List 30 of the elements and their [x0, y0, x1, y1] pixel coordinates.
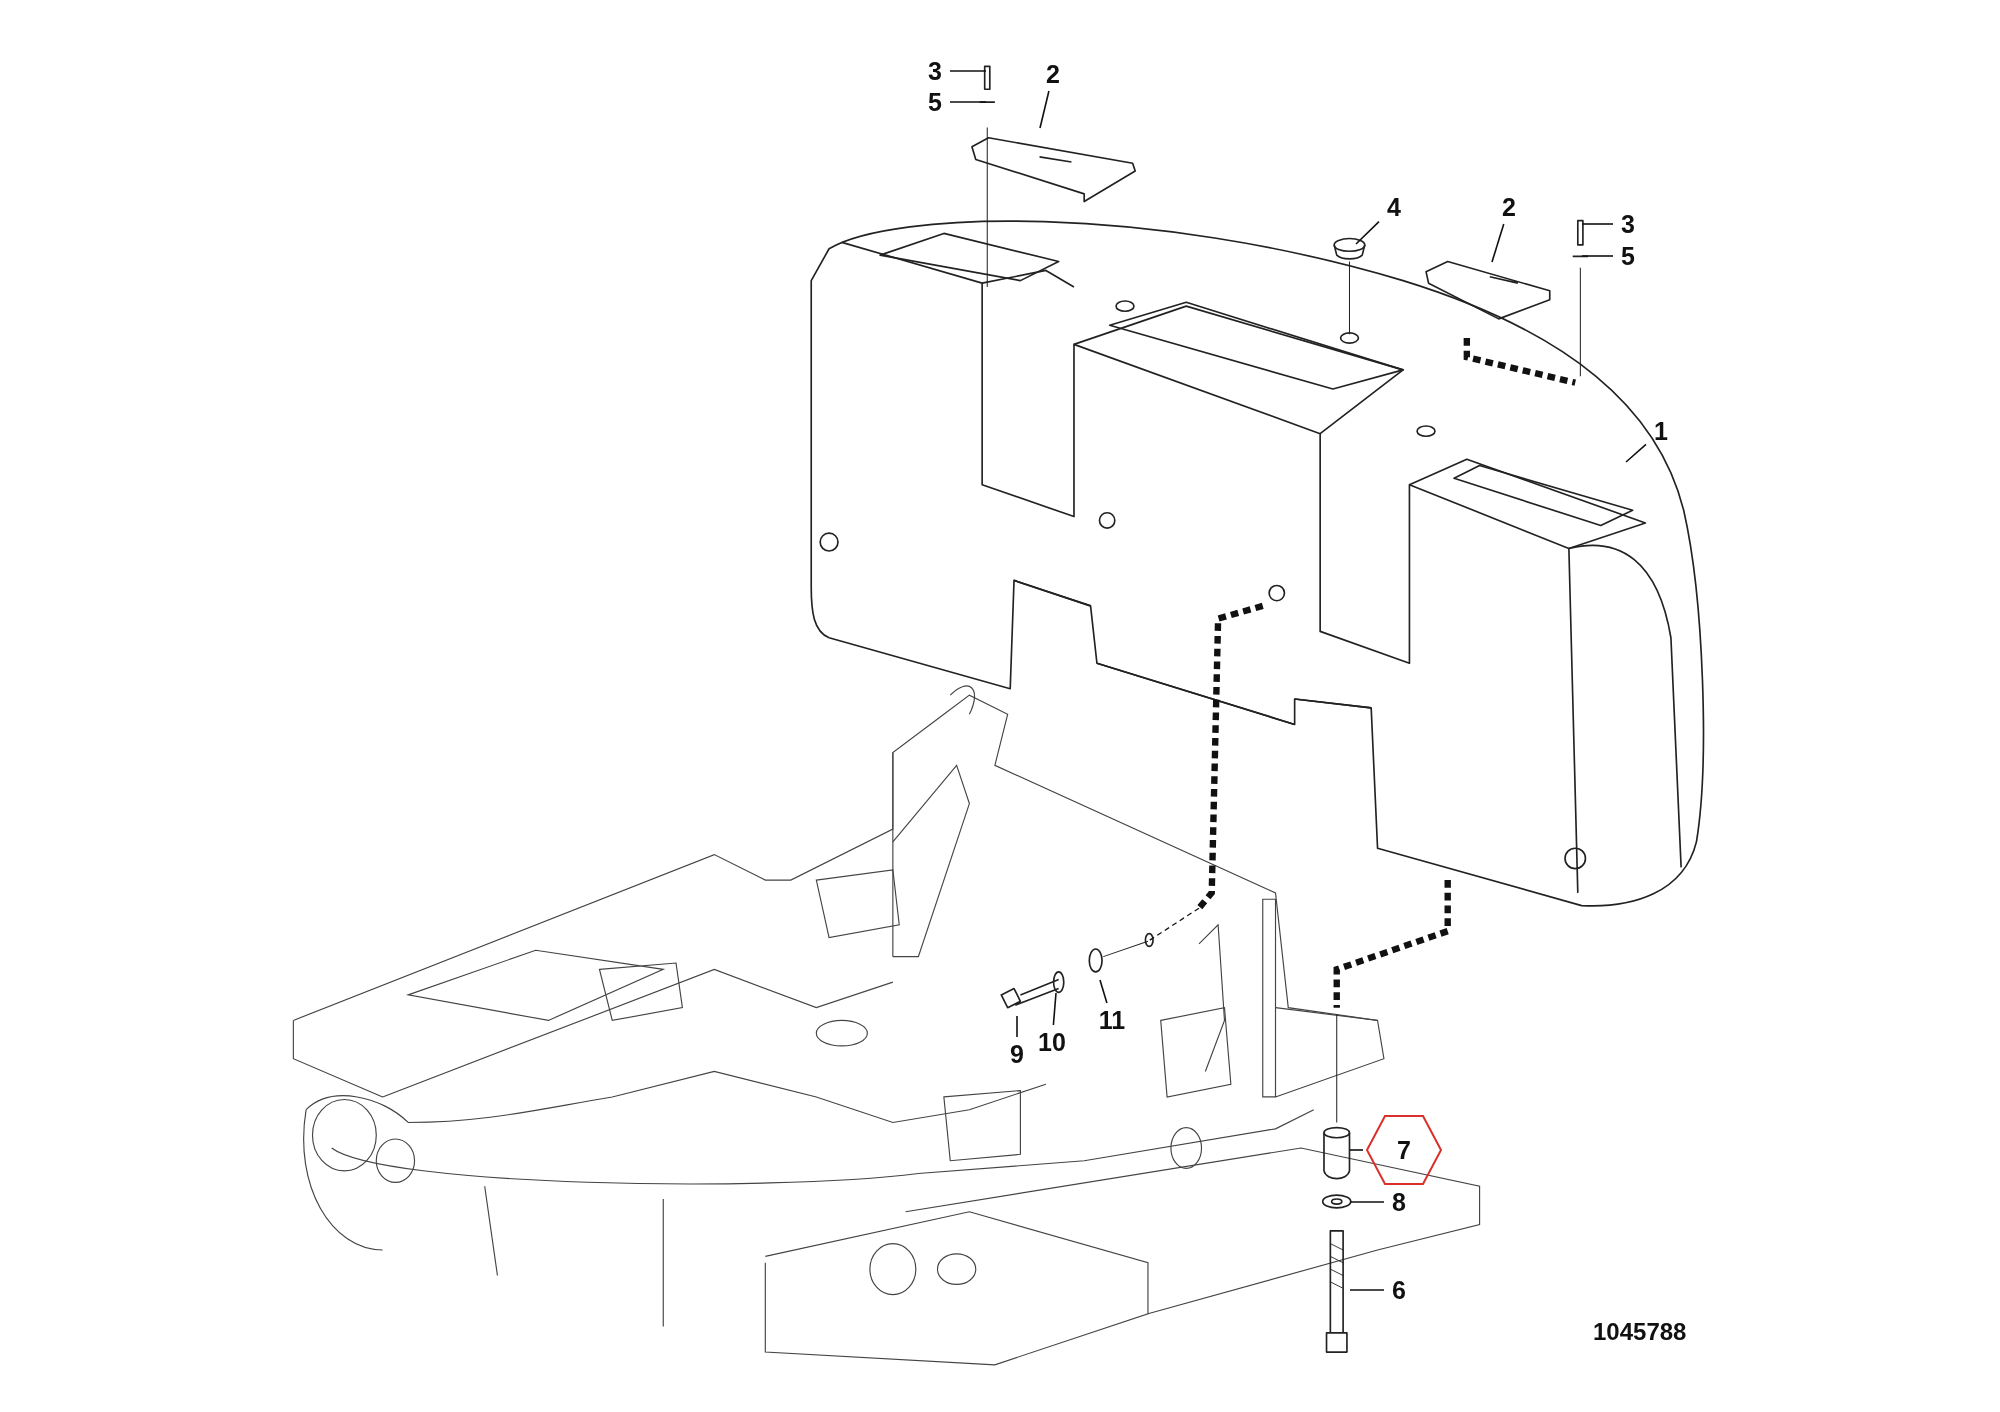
callout-number: 2	[1041, 60, 1065, 88]
callout-number: 10	[1036, 1028, 1068, 1056]
leader-line	[1099, 979, 1108, 1004]
leader-line	[1625, 443, 1647, 463]
leader-line	[1355, 220, 1380, 245]
leader-line	[1581, 255, 1614, 257]
callout-number: 1	[1649, 417, 1673, 445]
callout-number: 6	[1387, 1276, 1411, 1304]
callout-number: 3	[1616, 210, 1640, 238]
callout-number: 4	[1382, 193, 1406, 221]
leader-line	[949, 70, 987, 72]
callout-number: 9	[1005, 1040, 1029, 1068]
leader-line	[1349, 1289, 1385, 1291]
leader-line	[1349, 1149, 1364, 1151]
callout-number: 8	[1387, 1188, 1411, 1216]
leader-line	[1016, 1015, 1018, 1038]
leader-line	[949, 101, 987, 103]
leader-line	[1349, 1201, 1385, 1203]
callout-number: 5	[1616, 242, 1640, 270]
callout-number: 11	[1097, 1006, 1127, 1034]
callout-number: 2	[1497, 193, 1521, 221]
leader-line	[1581, 223, 1614, 225]
leader-line	[1491, 223, 1505, 263]
callout-number: 3	[923, 57, 947, 85]
highlighted-callout	[1366, 1115, 1442, 1185]
drawing-number: 1045788	[1593, 1318, 1687, 1346]
leader-line	[1039, 90, 1050, 129]
leader-line	[1052, 992, 1057, 1026]
callout-number: 5	[923, 88, 947, 116]
callout-number: 7	[1397, 1137, 1411, 1163]
